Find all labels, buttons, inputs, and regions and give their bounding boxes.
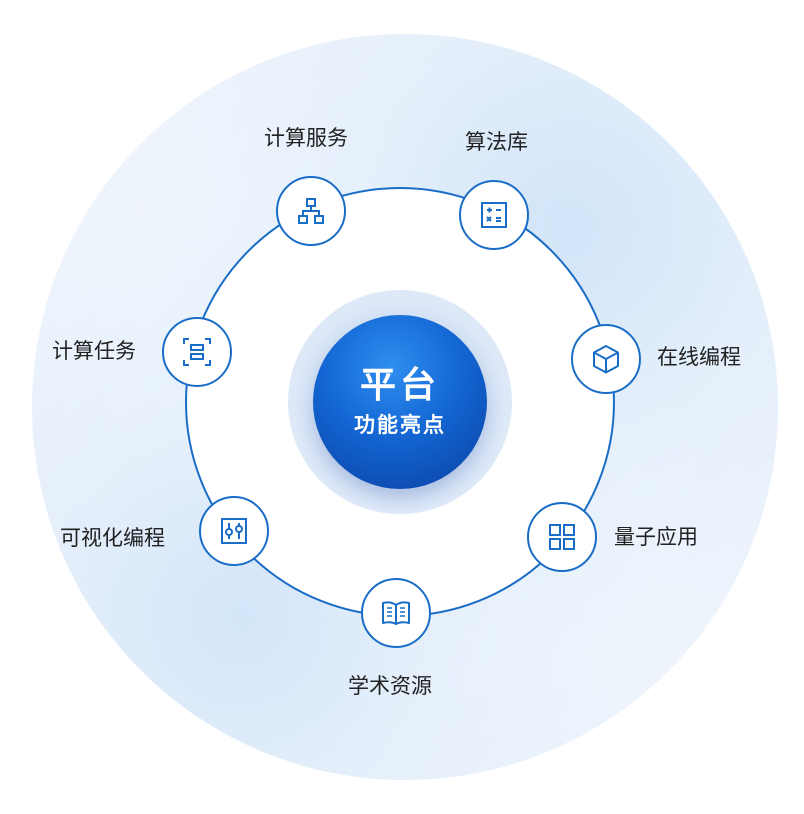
calculator-icon: [481, 202, 507, 228]
label-compute-service: 计算服务: [264, 126, 348, 150]
task-list-icon: [183, 338, 211, 366]
label-quantum-applications: 量子应用: [614, 525, 698, 549]
hierarchy-icon: [298, 198, 324, 224]
node-online-programming[interactable]: [571, 324, 641, 394]
label-visual-programming: 可视化编程: [60, 526, 165, 550]
cube-icon: [593, 345, 619, 374]
label-academic-resources: 学术资源: [348, 674, 432, 698]
label-compute-tasks: 计算任务: [52, 339, 136, 363]
label-algorithm-library: 算法库: [465, 130, 528, 154]
center-title: 平台: [359, 365, 440, 406]
center-core: 平台 功能亮点: [313, 315, 487, 489]
node-academic-resources[interactable]: [361, 578, 431, 648]
node-quantum-applications[interactable]: [527, 502, 597, 572]
sliders-icon: [221, 518, 247, 544]
center-subtitle: 功能亮点: [354, 413, 446, 437]
node-compute-tasks[interactable]: [162, 317, 232, 387]
node-algorithm-library[interactable]: [459, 180, 529, 250]
node-compute-service[interactable]: [276, 176, 346, 246]
node-visual-programming[interactable]: [199, 496, 269, 566]
book-icon: [382, 601, 410, 625]
label-online-programming: 在线编程: [657, 345, 741, 369]
grid-icon: [549, 524, 575, 550]
